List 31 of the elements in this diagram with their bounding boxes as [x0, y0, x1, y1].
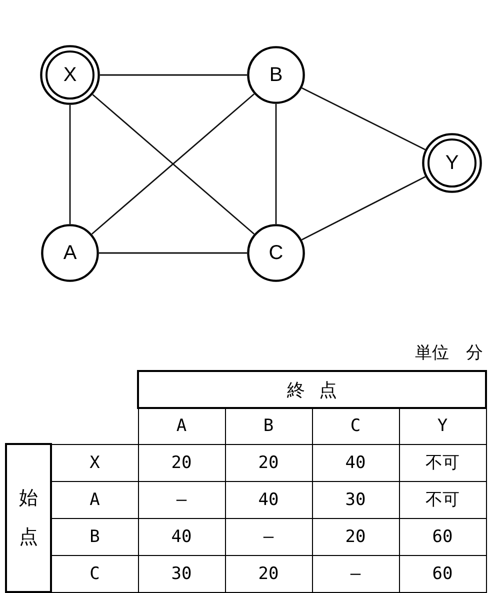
value-cell: 20 [138, 444, 225, 481]
value-cell: 60 [399, 518, 486, 555]
connector-line [99, 252, 247, 254]
unit-note: 単位 分 [415, 342, 483, 364]
row-header-cell: A [51, 481, 138, 518]
column-header-cell: C [312, 408, 399, 444]
connector-line [69, 105, 71, 224]
value-cell: 40 [225, 481, 312, 518]
value-cell: 60 [399, 555, 486, 592]
value-cell: 不可 [399, 444, 486, 481]
value-cell: 20 [225, 555, 312, 592]
value-cell: 30 [138, 555, 225, 592]
row-group-header-cell: 始点 [6, 444, 51, 592]
value-cell: — [138, 481, 225, 518]
column-header-cell: A [138, 408, 225, 444]
value-cell: 40 [312, 444, 399, 481]
row-header-cell: B [51, 518, 138, 555]
value-cell: 20 [312, 518, 399, 555]
column-header-cell: Y [399, 408, 486, 444]
row-header-cell: C [51, 555, 138, 592]
value-cell: 20 [225, 444, 312, 481]
value-cell: 40 [138, 518, 225, 555]
value-cell: — [225, 518, 312, 555]
column-group-header-cell: 終点 [138, 371, 486, 408]
row-header-cell: X [51, 444, 138, 481]
connector-line [275, 104, 277, 224]
column-header-cell: B [225, 408, 312, 444]
connector-line [100, 74, 247, 76]
value-cell: — [312, 555, 399, 592]
value-cell: 30 [312, 481, 399, 518]
value-cell: 不可 [399, 481, 486, 518]
